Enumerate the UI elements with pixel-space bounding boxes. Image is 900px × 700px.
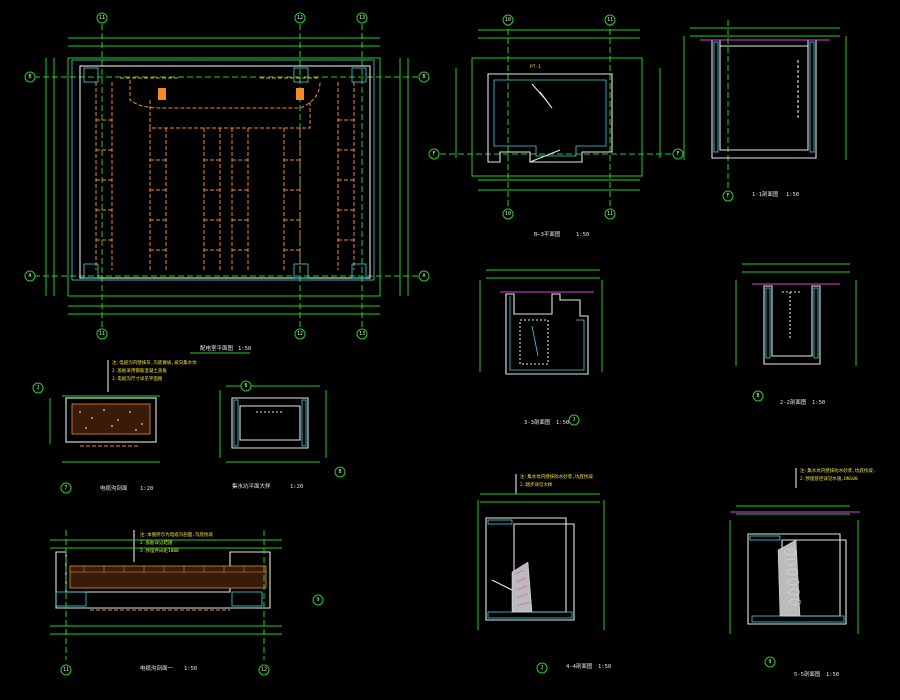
plan-outer-frame [67,57,381,297]
svg-text:1:50: 1:50 [184,666,197,672]
detail-left-title: 电缆沟剖面 [100,484,128,492]
svg-text:A: A [28,273,31,279]
svg-text:2.盖板详见结施: 2.盖板详见结施 [140,539,173,546]
svg-text:11: 11 [99,15,105,21]
svg-text:3.预埋件间距1000: 3.预埋件间距1000 [140,547,179,554]
svg-text:7: 7 [64,485,67,491]
svg-text:1:20: 1:20 [140,486,153,492]
long-cable-section: 注:本图所示为电缆沟剖面,沟底找坡 2.盖板详见结施 3.预埋件间距1000 1… [50,530,324,676]
section-5-5: 注:集水坑内壁抹防水砂浆,坑底找坡, 2.预埋管径详见水施,DN100 9 5-… [729,467,876,678]
svg-text:11: 11 [63,667,69,673]
svg-text:F: F [726,193,729,199]
svg-text:F: F [676,151,679,157]
section-4-4: 注:集水坑内壁抹防水砂浆,坑底找坡 2.踏步详见大样 J 4-4剖面图 1:50 [477,473,611,674]
svg-text:B: B [756,393,759,399]
main-floor-plan: 11 12 13 B A B A 11 12 13 配电室平面图 1:50 [24,12,430,354]
axis-bubble-left-2: A [24,270,36,282]
svg-text:F: F [432,151,435,157]
svg-text:B: B [338,469,341,475]
svg-text:9: 9 [768,659,771,665]
main-plan-title: 配电室平面图 [200,344,234,352]
axis-bubble-left-1: B [24,71,36,83]
axis-bubble-right-1: B [418,71,430,83]
svg-text:13: 13 [359,15,365,21]
svg-text:10: 10 [505,211,511,217]
small-room-plan: PT-1 10 11 F F 10 11 B—3平面图 1:50 [428,14,684,238]
main-plan-scale: 1:50 [238,346,251,352]
section-3-3: J 3-3剖面图 1:50 [479,269,603,426]
svg-text:注:电缆沟内壁抹灰,沟底做坡,坡向集水坑: 注:电缆沟内壁抹灰,沟底做坡,坡向集水坑 [112,359,197,366]
axis-bubble-right-2: A [418,270,430,282]
svg-text:1:50: 1:50 [812,400,825,406]
svg-text:12: 12 [297,331,303,337]
small-plan-title: B—3平面图 [534,230,561,238]
section-1-1: F 1-1剖面图 1:50 [683,20,847,202]
section-22-title: 2-2剖面图 [780,398,807,406]
svg-text:11: 11 [99,331,105,337]
axis-bubble-bottom-1: 11 [96,328,108,340]
svg-text:A: A [422,273,425,279]
svg-text:12: 12 [297,15,303,21]
svg-text:注:集水坑内壁抹防水砂浆,坑底找坡: 注:集水坑内壁抹防水砂浆,坑底找坡 [520,473,593,480]
plan-axis-bubbles: 11 12 13 B A B A 11 12 13 [24,12,430,340]
section-44-title: 4-4剖面图 [566,662,593,670]
svg-text:J: J [572,417,575,423]
detail-mid-title: 集水坑平面大样 [232,482,271,490]
svg-text:10: 10 [505,17,511,23]
svg-text:11: 11 [607,17,613,23]
section-2-2: B 2-2剖面图 1:50 [735,263,857,406]
svg-text:11: 11 [607,211,613,217]
small-plan-scale: 1:50 [576,232,589,238]
svg-text:9: 9 [316,597,319,603]
axis-bubble-top-1: 11 [96,12,108,24]
svg-text:J: J [540,665,543,671]
axis-bubble-top-3: 13 [356,12,368,24]
svg-text:J: J [36,385,39,391]
axis-bubble-bottom-2: 12 [294,328,306,340]
svg-text:B: B [244,383,247,389]
svg-text:注:本图所示为电缆沟剖面,沟底找坡: 注:本图所示为电缆沟剖面,沟底找坡 [140,531,213,538]
svg-text:2.盖板采用钢筋混凝土盖板: 2.盖板采用钢筋混凝土盖板 [112,367,167,374]
axis-bubble-bottom-3: 13 [356,328,368,340]
section-55-title: 5-5剖面图 [794,670,821,678]
long-section-title: 电缆沟剖面一 [140,664,174,672]
cable-trench-layout [95,77,355,270]
section-11-title: 1-1剖面图 [752,190,779,198]
detail-sump-pit: B B 集水坑平面大样 1:20 [219,380,346,490]
svg-text:1:50: 1:50 [786,192,799,198]
svg-text:2.踏步详见大样: 2.踏步详见大样 [520,481,553,488]
svg-text:1:50: 1:50 [556,420,569,426]
svg-text:B: B [422,74,425,80]
svg-text:2.预埋管径详见水施,DN100: 2.预埋管径详见水施,DN100 [800,475,858,482]
svg-text:12: 12 [261,667,267,673]
svg-text:注:集水坑内壁抹防水砂浆,坑底找坡,: 注:集水坑内壁抹防水砂浆,坑底找坡, [800,467,876,474]
plan-inner-wall [79,65,371,279]
detail-cable-trench: 注:电缆沟内壁抹灰,沟底做坡,坡向集水坑 2.盖板采用钢筋混凝土盖板 3.电缆沟… [32,359,197,494]
svg-text:1:20: 1:20 [290,484,303,490]
svg-text:1:50: 1:50 [826,672,839,678]
section-33-title: 3-3剖面图 [524,418,551,426]
svg-text:1:50: 1:50 [598,664,611,670]
small-plan-axis-bubbles: 10 11 F F 10 11 [428,14,684,220]
svg-text:PT-1: PT-1 [530,64,541,70]
svg-text:3.电缆沟尺寸详见平面图: 3.电缆沟尺寸详见平面图 [112,375,163,382]
svg-text:13: 13 [359,331,365,337]
axis-bubble-top-2: 12 [294,12,306,24]
svg-text:B: B [28,74,31,80]
